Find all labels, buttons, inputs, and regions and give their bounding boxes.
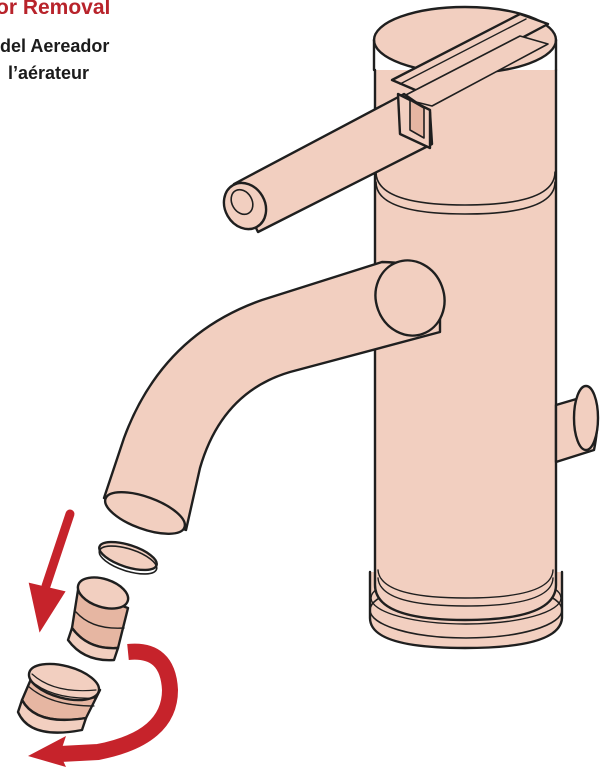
aerator-housing: [18, 657, 103, 732]
aerator-insert: [68, 572, 132, 661]
down-arrow: [30, 514, 70, 630]
lift-rod: [556, 386, 598, 462]
washer: [96, 536, 160, 579]
